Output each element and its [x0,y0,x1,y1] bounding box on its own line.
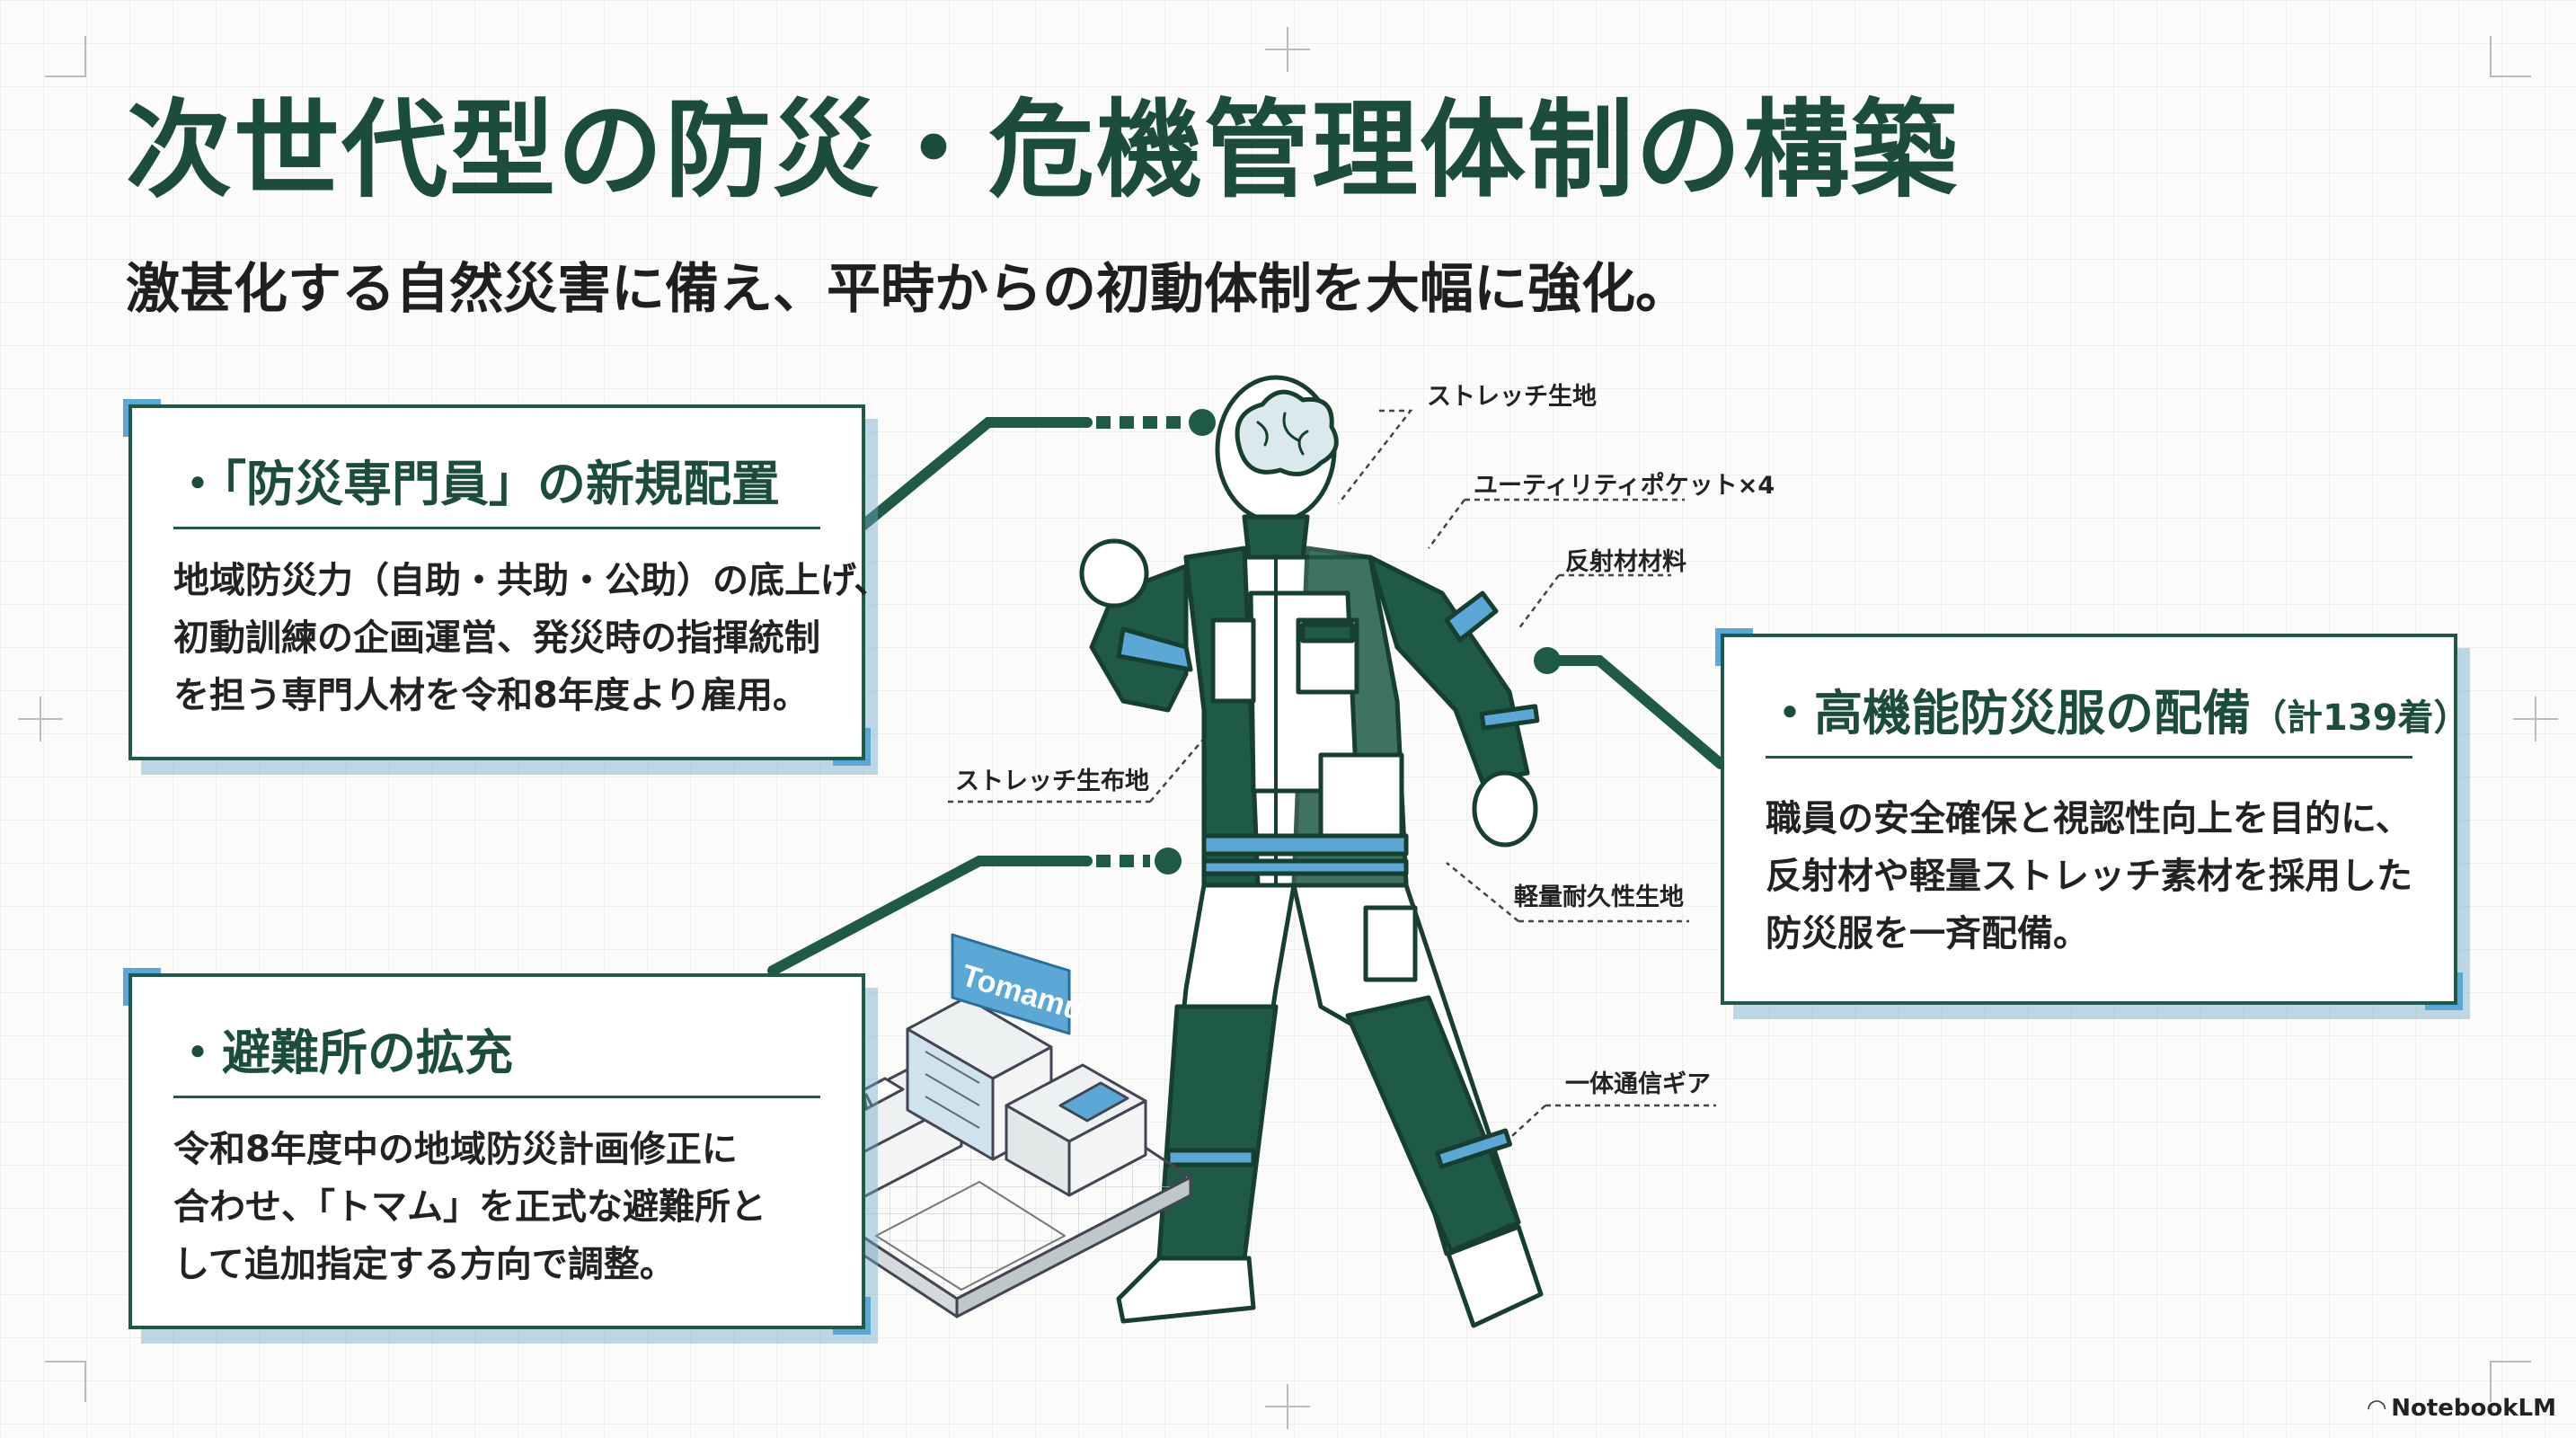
connector-specialist [857,409,1216,531]
card-heading: ・「防災専門員」の新規配置 [173,456,780,512]
connector-uniform [1534,647,1726,769]
card-divider [173,1096,820,1098]
card-body-line: 初動訓練の企画運営、発災時の指揮統制 [173,617,820,659]
brand-name: NotebookLM [2391,1395,2556,1422]
callout-reflective: 反射材材料 [1565,548,1686,576]
card-disaster-specialist: ・「防災専門員」の新規配置 地域防災力（自助・共助・公助）の底上げ、 初動訓練の… [123,399,890,766]
card-body-line: 反射材や軽量ストレッチ素材を採用した [1766,856,2412,897]
card-body-line: 職員の安全確保と視認性向上を目的に、 [1766,798,2412,839]
card-body: 令和8年度中の地域防災計画修正に 合わせ、「トマム」を正式な避難所と して追加指… [173,1121,835,1293]
crop-marks [18,27,2558,1429]
callout-utility-pocket: ユーティリティポケット×4 [1474,472,1775,500]
card-shelter-expansion: ・避難所の拡充 令和8年度中の地域防災計画修正に 合わせ、「トマム」を正式な避難… [123,968,871,1335]
card-body-line: 合わせ、「トマム」を正式な避難所と [173,1186,766,1228]
callout-comm-gear: 一体通信ギア [1565,1070,1711,1098]
callout-stretch-top: ストレッチ生地 [1427,383,1597,411]
callout-durable: 軽量耐久性生地 [1514,883,1684,911]
card-heading: ・高機能防災服の配備（計139着） [1766,673,2470,744]
notebooklm-logo-icon: ◠ [2368,1395,2386,1422]
card-body: 職員の安全確保と視認性向上を目的に、 反射材や軽量ストレッチ素材を採用した 防災… [1766,790,2427,963]
card-corner-bracket [833,1297,871,1335]
card-body-line: 防災服を一斉配備。 [1766,913,2089,954]
card-corner-bracket [1715,628,1753,666]
card-body-line: して追加指定する方向で調整。 [173,1244,676,1285]
card-corner-bracket [123,399,161,437]
card-body: 地域防災力（自助・共助・公助）の底上げ、 初動訓練の企画運営、発災時の指揮統制 … [173,552,890,724]
page-subtitle: 激甚化する自然災害に備え、平時からの初動体制を大幅に強化。 [126,258,1689,321]
callout-stretch-cloth: ストレッチ生布地 [955,768,1149,795]
card-heading-note: （計139着） [2251,697,2470,739]
card-heading: ・避難所の拡充 [173,1025,513,1081]
connector-shelter [767,848,1182,976]
card-divider [1766,756,2412,759]
card-corner-bracket [833,728,871,766]
page-title: 次世代型の防災・危機管理体制の構築 [126,88,1960,212]
card-corner-bracket [2425,972,2463,1010]
uniform-figure-illustration [1079,375,1544,1328]
card-body-line: 令和8年度中の地域防災計画修正に [173,1129,738,1170]
card-heading-text: ・高機能防災服の配備 [1766,685,2251,741]
card-body-line: 地域防災力（自助・共助・公助）の底上げ、 [173,560,890,601]
card-body-line: を担う専門人材を令和8年度より雇用。 [173,675,810,716]
shelter-building-illustration [771,933,1192,1318]
notebooklm-logo: ◠NotebookLM [2368,1395,2556,1422]
card-divider [173,527,820,529]
card-corner-bracket [123,968,161,1006]
card-uniform-deployment: ・高機能防災服の配備（計139着） 職員の安全確保と視認性向上を目的に、 反射材… [1715,628,2470,1010]
